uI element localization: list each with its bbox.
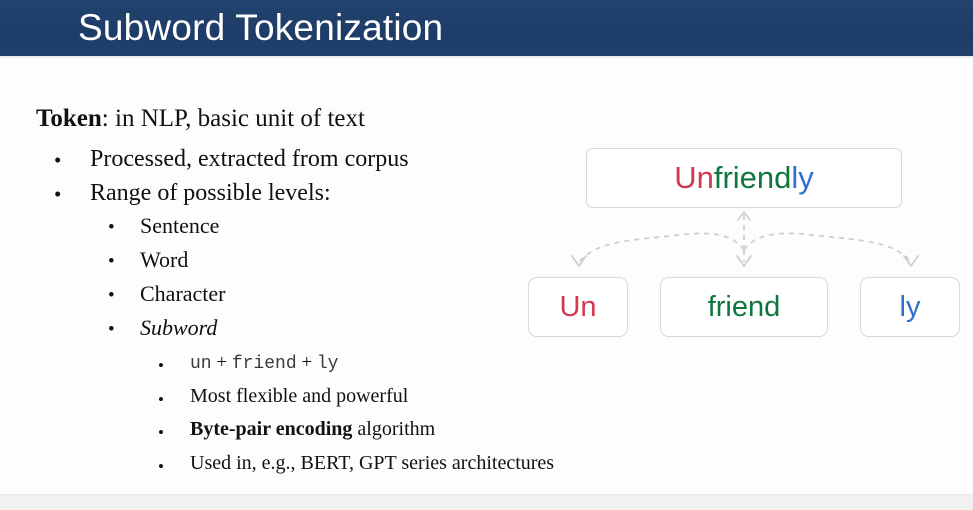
token-un-text: un [190,354,212,374]
bullet-icon: • [158,423,164,442]
list-item-most-flexible: Most flexible and powerful [190,385,409,407]
bullet-icon: • [158,457,164,476]
token-box-ly: ly [860,277,960,337]
bullet-icon: • [54,148,62,172]
bullet-icon: • [158,356,164,375]
slide-title-bar: Subword Tokenization [0,0,973,56]
plus-sign-1: + [216,352,228,373]
lead-term: Token [36,105,102,132]
word-segment-ly: ly [791,160,814,195]
bullet-icon: • [108,217,115,238]
list-item-subword: Subword [140,315,218,340]
bullet-icon: • [158,390,164,409]
title-underline [0,56,973,58]
list-item-token-formula: un + friend + ly [190,352,339,375]
page-title: Subword Tokenization [78,7,444,48]
token-box-friend: friend [660,277,828,337]
word-segment-un: Un [674,160,714,195]
slide-body-content: Token: in NLP, basic unit of text • Proc… [0,56,560,494]
word-segment-friend: friend [713,160,792,195]
bullet-icon: • [108,319,115,340]
bpe-rest: algorithm [352,418,436,440]
list-item-character: Character [140,281,226,306]
bottom-strip [0,494,973,510]
list-item-sentence: Sentence [140,213,220,238]
bullet-icon: • [54,182,62,206]
lead-rest: : in NLP, basic unit of text [101,105,365,132]
list-item-range: Range of possible levels: [90,180,331,206]
token-box-un: Un [528,277,628,337]
token-friend-text: friend [231,354,297,374]
bullet-icon: • [108,285,115,306]
list-item-bpe: Byte-pair encoding algorithm [190,419,435,439]
list-item-processed: Processed, extracted from corpus [90,146,409,172]
list-item-used-in: Used in, e.g., BERT, GPT series architec… [190,452,555,474]
lead-definition-line: Token: in NLP, basic unit of text [36,106,365,131]
bpe-term: Byte-pair encoding [190,418,353,440]
bullet-icon: • [108,251,115,272]
list-item-word: Word [140,247,189,272]
token-ly-text: ly [316,354,339,374]
plus-sign-2: + [301,352,313,373]
